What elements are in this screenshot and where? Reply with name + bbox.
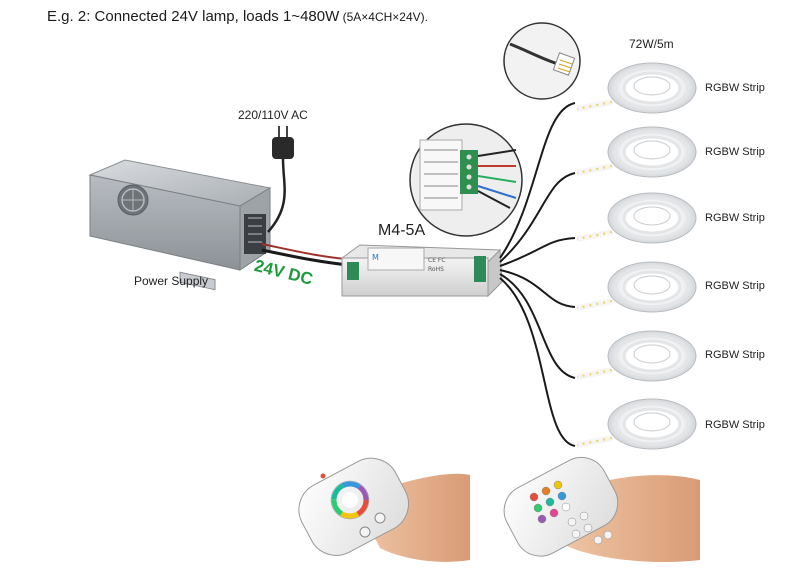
title-main: E.g. 2: Connected 24V lamp, loads 1~480W bbox=[47, 8, 340, 25]
strip-label-2: RGBW Strip bbox=[705, 146, 765, 158]
connector-zoom-icon bbox=[409, 123, 523, 237]
title-sub: (5A×4CH×24V). bbox=[339, 10, 428, 24]
strip-spec-label: 72W/5m bbox=[629, 37, 674, 51]
button-remote-icon bbox=[503, 456, 700, 563]
strip-label-4: RGBW Strip bbox=[705, 280, 765, 292]
led-strip-reel-icon bbox=[576, 126, 697, 178]
led-strip-reel-icon bbox=[576, 62, 697, 114]
strip-label-6: RGBW Strip bbox=[705, 419, 765, 431]
strip-connector-zoom-icon bbox=[503, 22, 581, 100]
ac-input-label: 220/110V AC bbox=[238, 108, 308, 122]
led-strip-reel-icon bbox=[576, 330, 697, 382]
strip-label-3: RGBW Strip bbox=[705, 212, 765, 224]
led-strip-reel-icon bbox=[576, 192, 697, 244]
svg-text:CE FC: CE FC bbox=[428, 257, 446, 264]
controller-icon: M CE FC RoHS bbox=[340, 244, 503, 298]
strip-label-5: RGBW Strip bbox=[705, 349, 765, 361]
controller-label: M4-5A bbox=[378, 222, 426, 239]
svg-text:M: M bbox=[372, 253, 379, 262]
power-supply-label: Power Supply bbox=[134, 274, 209, 288]
ac-plug-icon bbox=[267, 126, 294, 233]
led-strip-reel-icon bbox=[576, 398, 697, 450]
power-supply-icon bbox=[88, 159, 272, 291]
strip-label-1: RGBW Strip bbox=[705, 82, 765, 94]
color-wheel-remote-icon bbox=[298, 457, 470, 562]
output-wires bbox=[499, 102, 576, 447]
led-strip-reels bbox=[576, 62, 697, 450]
page-title: E.g. 2: Connected 24V lamp, loads 1~480W… bbox=[47, 8, 428, 25]
led-strip-reel-icon bbox=[576, 261, 697, 313]
svg-text:RoHS: RoHS bbox=[428, 266, 444, 273]
